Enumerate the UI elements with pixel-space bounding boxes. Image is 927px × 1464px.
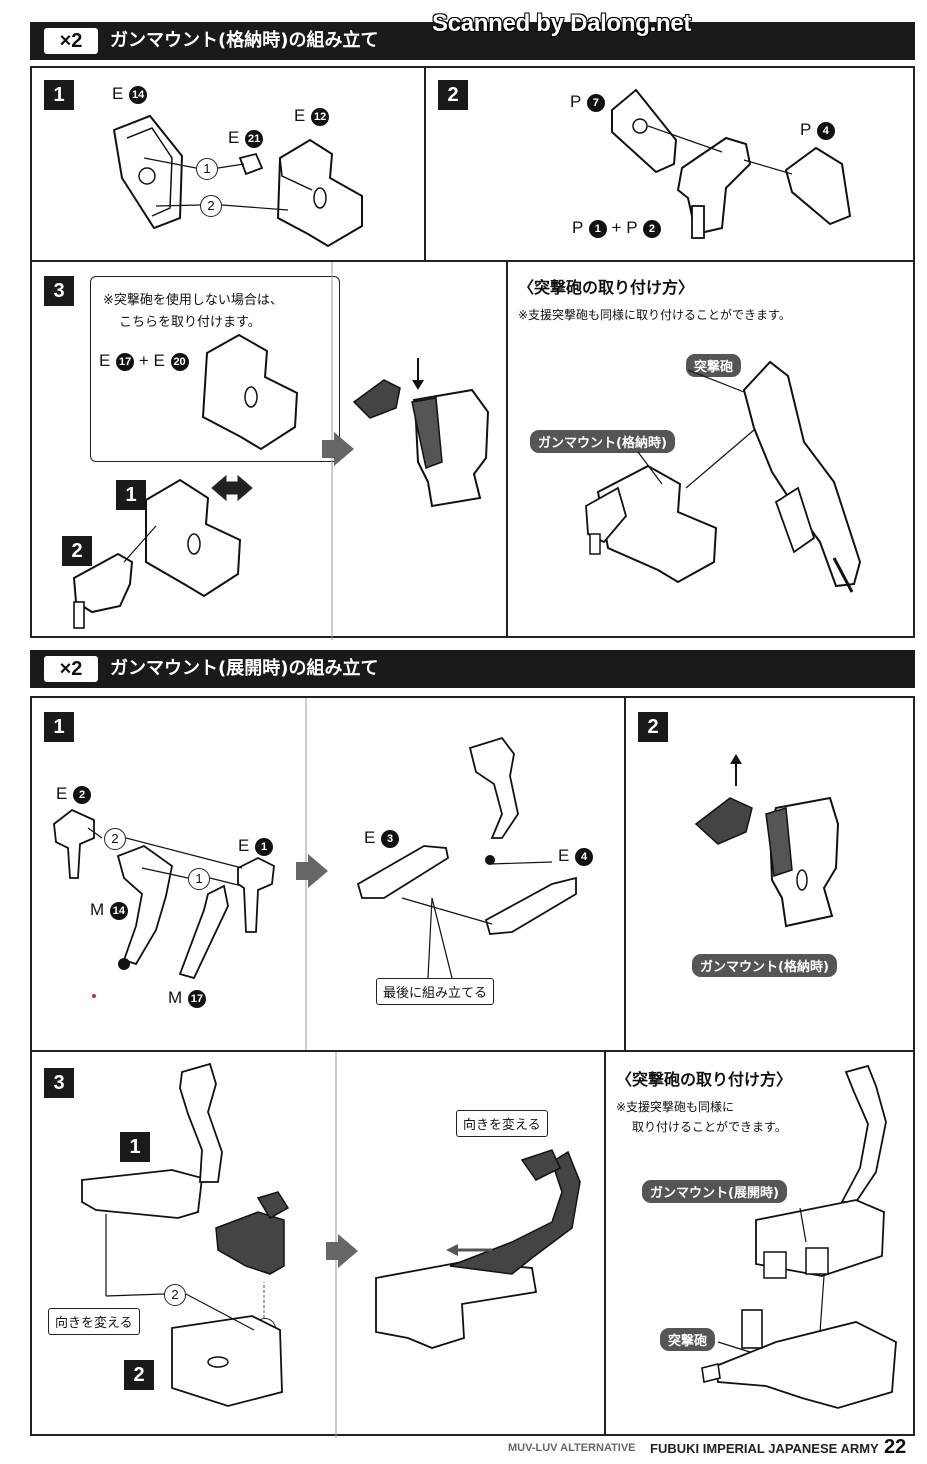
s2-howto-panel: 〈突撃砲の取り付け方〉 ※支援突撃砲も同様に 取り付けることができます。 ガンマ… xyxy=(604,1050,915,1436)
s2-howto-drawing xyxy=(701,1064,897,1409)
part-label: P 4 xyxy=(800,120,835,140)
alternative-part-box: ※突撃砲を使用しない場合は、 こちらを取り付けます。 E 17 + E 20 xyxy=(90,276,340,462)
order-marker: 1 xyxy=(196,158,218,180)
part-label: E 1 xyxy=(238,836,274,856)
s1-step3-drawing xyxy=(72,262,490,640)
section1-banner: ×2 ガンマウント(格納時)の組み立て xyxy=(30,22,915,60)
s2-howto-title: 〈突撃砲の取り付け方〉 xyxy=(616,1070,793,1089)
s2-step2-number: 2 xyxy=(638,712,668,742)
footer-series: MUV-LUV ALTERNATIVE xyxy=(508,1442,636,1454)
part-combo: E 17 + E 20 xyxy=(99,351,189,371)
s2-step1-panel: 1 E 2 E 1 M 14 M 17 E 3 E 4 2 1 最後に組み立てる xyxy=(30,696,626,1054)
section1-multiplier: ×2 xyxy=(44,28,98,54)
alt-note-line2: こちらを取り付けます。 xyxy=(119,315,261,330)
alt-note-line1: ※突撃砲を使用しない場合は、 xyxy=(103,293,283,308)
s1-howto-panel: 〈突撃砲の取り付け方〉 ※支援突撃砲も同様に取り付けることができます。 突撃砲 … xyxy=(506,260,915,638)
s2-tag-mount-deployed: ガンマウント(展開時) xyxy=(642,1180,787,1203)
part-label: M 14 xyxy=(90,900,128,920)
s2-step3-panel: 3 1 2 2 1 向きを変える 向きを変える xyxy=(30,1050,606,1438)
s1-step3-sub1: 1 xyxy=(116,480,146,510)
part-label: E 21 xyxy=(228,128,264,148)
order-marker: 2 xyxy=(104,828,126,850)
part-label: E 3 xyxy=(364,828,400,848)
s2-step3-callout-turn-a: 向きを変える xyxy=(48,1308,140,1335)
s1-howto-title: 〈突撃砲の取り付け方〉 xyxy=(518,278,695,297)
s2-tag-gun: 突撃砲 xyxy=(660,1328,716,1351)
section2-title: ガンマウント(展開時)の組み立て xyxy=(110,658,379,679)
s2-tag-mount-stowed: ガンマウント(格納時) xyxy=(692,954,837,977)
part-label: P 7 xyxy=(570,92,605,112)
s1-step2-panel: 2 P 7 P 4 P 1 + P 2 xyxy=(424,66,915,262)
s2-step3-callout-turn-b: 向きを変える xyxy=(456,1110,548,1137)
s1-tag-mount: ガンマウント(格納時) xyxy=(530,430,675,453)
s1-step1-drawing xyxy=(112,114,363,248)
part-label: E 2 xyxy=(56,784,92,804)
order-marker: 2 xyxy=(200,195,222,217)
s2-step1-callout-last: 最後に組み立てる xyxy=(376,978,495,1005)
s2-step3-number: 3 xyxy=(44,1068,74,1098)
footer-title: FUBUKI IMPERIAL JAPANESE ARMY xyxy=(650,1441,879,1456)
part-label: E 4 xyxy=(558,846,594,866)
s1-step3-panel: 3 ※突撃砲を使用しない場合は、 こちらを取り付けます。 E 17 + E 20… xyxy=(30,260,508,640)
s1-step2-number: 2 xyxy=(438,80,468,110)
s2-howto-note-line1: ※支援突撃砲も同様に xyxy=(616,1100,735,1114)
page-number: 22 xyxy=(884,1436,907,1458)
s1-step1-number: 1 xyxy=(44,80,74,110)
part-label: M 17 xyxy=(168,988,206,1008)
s2-step2-panel: 2 ガンマウント(格納時) xyxy=(624,696,915,1052)
s1-step2-drawing xyxy=(611,88,852,239)
part-label: E 12 xyxy=(294,106,330,126)
s2-howto-note-line2: 取り付けることができます。 xyxy=(632,1120,787,1134)
section2-banner: ×2 ガンマウント(展開時)の組み立て xyxy=(30,650,915,688)
watermark: Scanned by Dalong.net xyxy=(432,10,692,37)
s2-step3-drawing xyxy=(81,1052,581,1438)
order-marker: 2 xyxy=(164,1284,186,1306)
s1-step3-sub2: 2 xyxy=(62,536,92,566)
s2-step2-drawing xyxy=(694,754,840,928)
section1-title: ガンマウント(格納時)の組み立て xyxy=(110,30,379,51)
part-combo: P 1 + P 2 xyxy=(572,218,661,238)
s2-step1-drawing xyxy=(53,698,577,1054)
s2-step3-sub1: 1 xyxy=(120,1132,150,1162)
s1-tag-gun: 突撃砲 xyxy=(686,354,742,377)
s1-step1-panel: 1 E 14 E 21 E 12 1 2 xyxy=(30,66,426,262)
s1-howto-drawing xyxy=(585,360,862,593)
part-label: E 14 xyxy=(112,84,148,104)
s1-howto-note: ※支援突撃砲も同様に取り付けることができます。 xyxy=(518,308,791,322)
section2-multiplier: ×2 xyxy=(44,656,98,682)
s1-step3-number: 3 xyxy=(44,276,74,306)
s2-step3-sub2: 2 xyxy=(124,1360,154,1390)
s2-step1-number: 1 xyxy=(44,712,74,742)
order-marker: 1 xyxy=(188,868,210,890)
